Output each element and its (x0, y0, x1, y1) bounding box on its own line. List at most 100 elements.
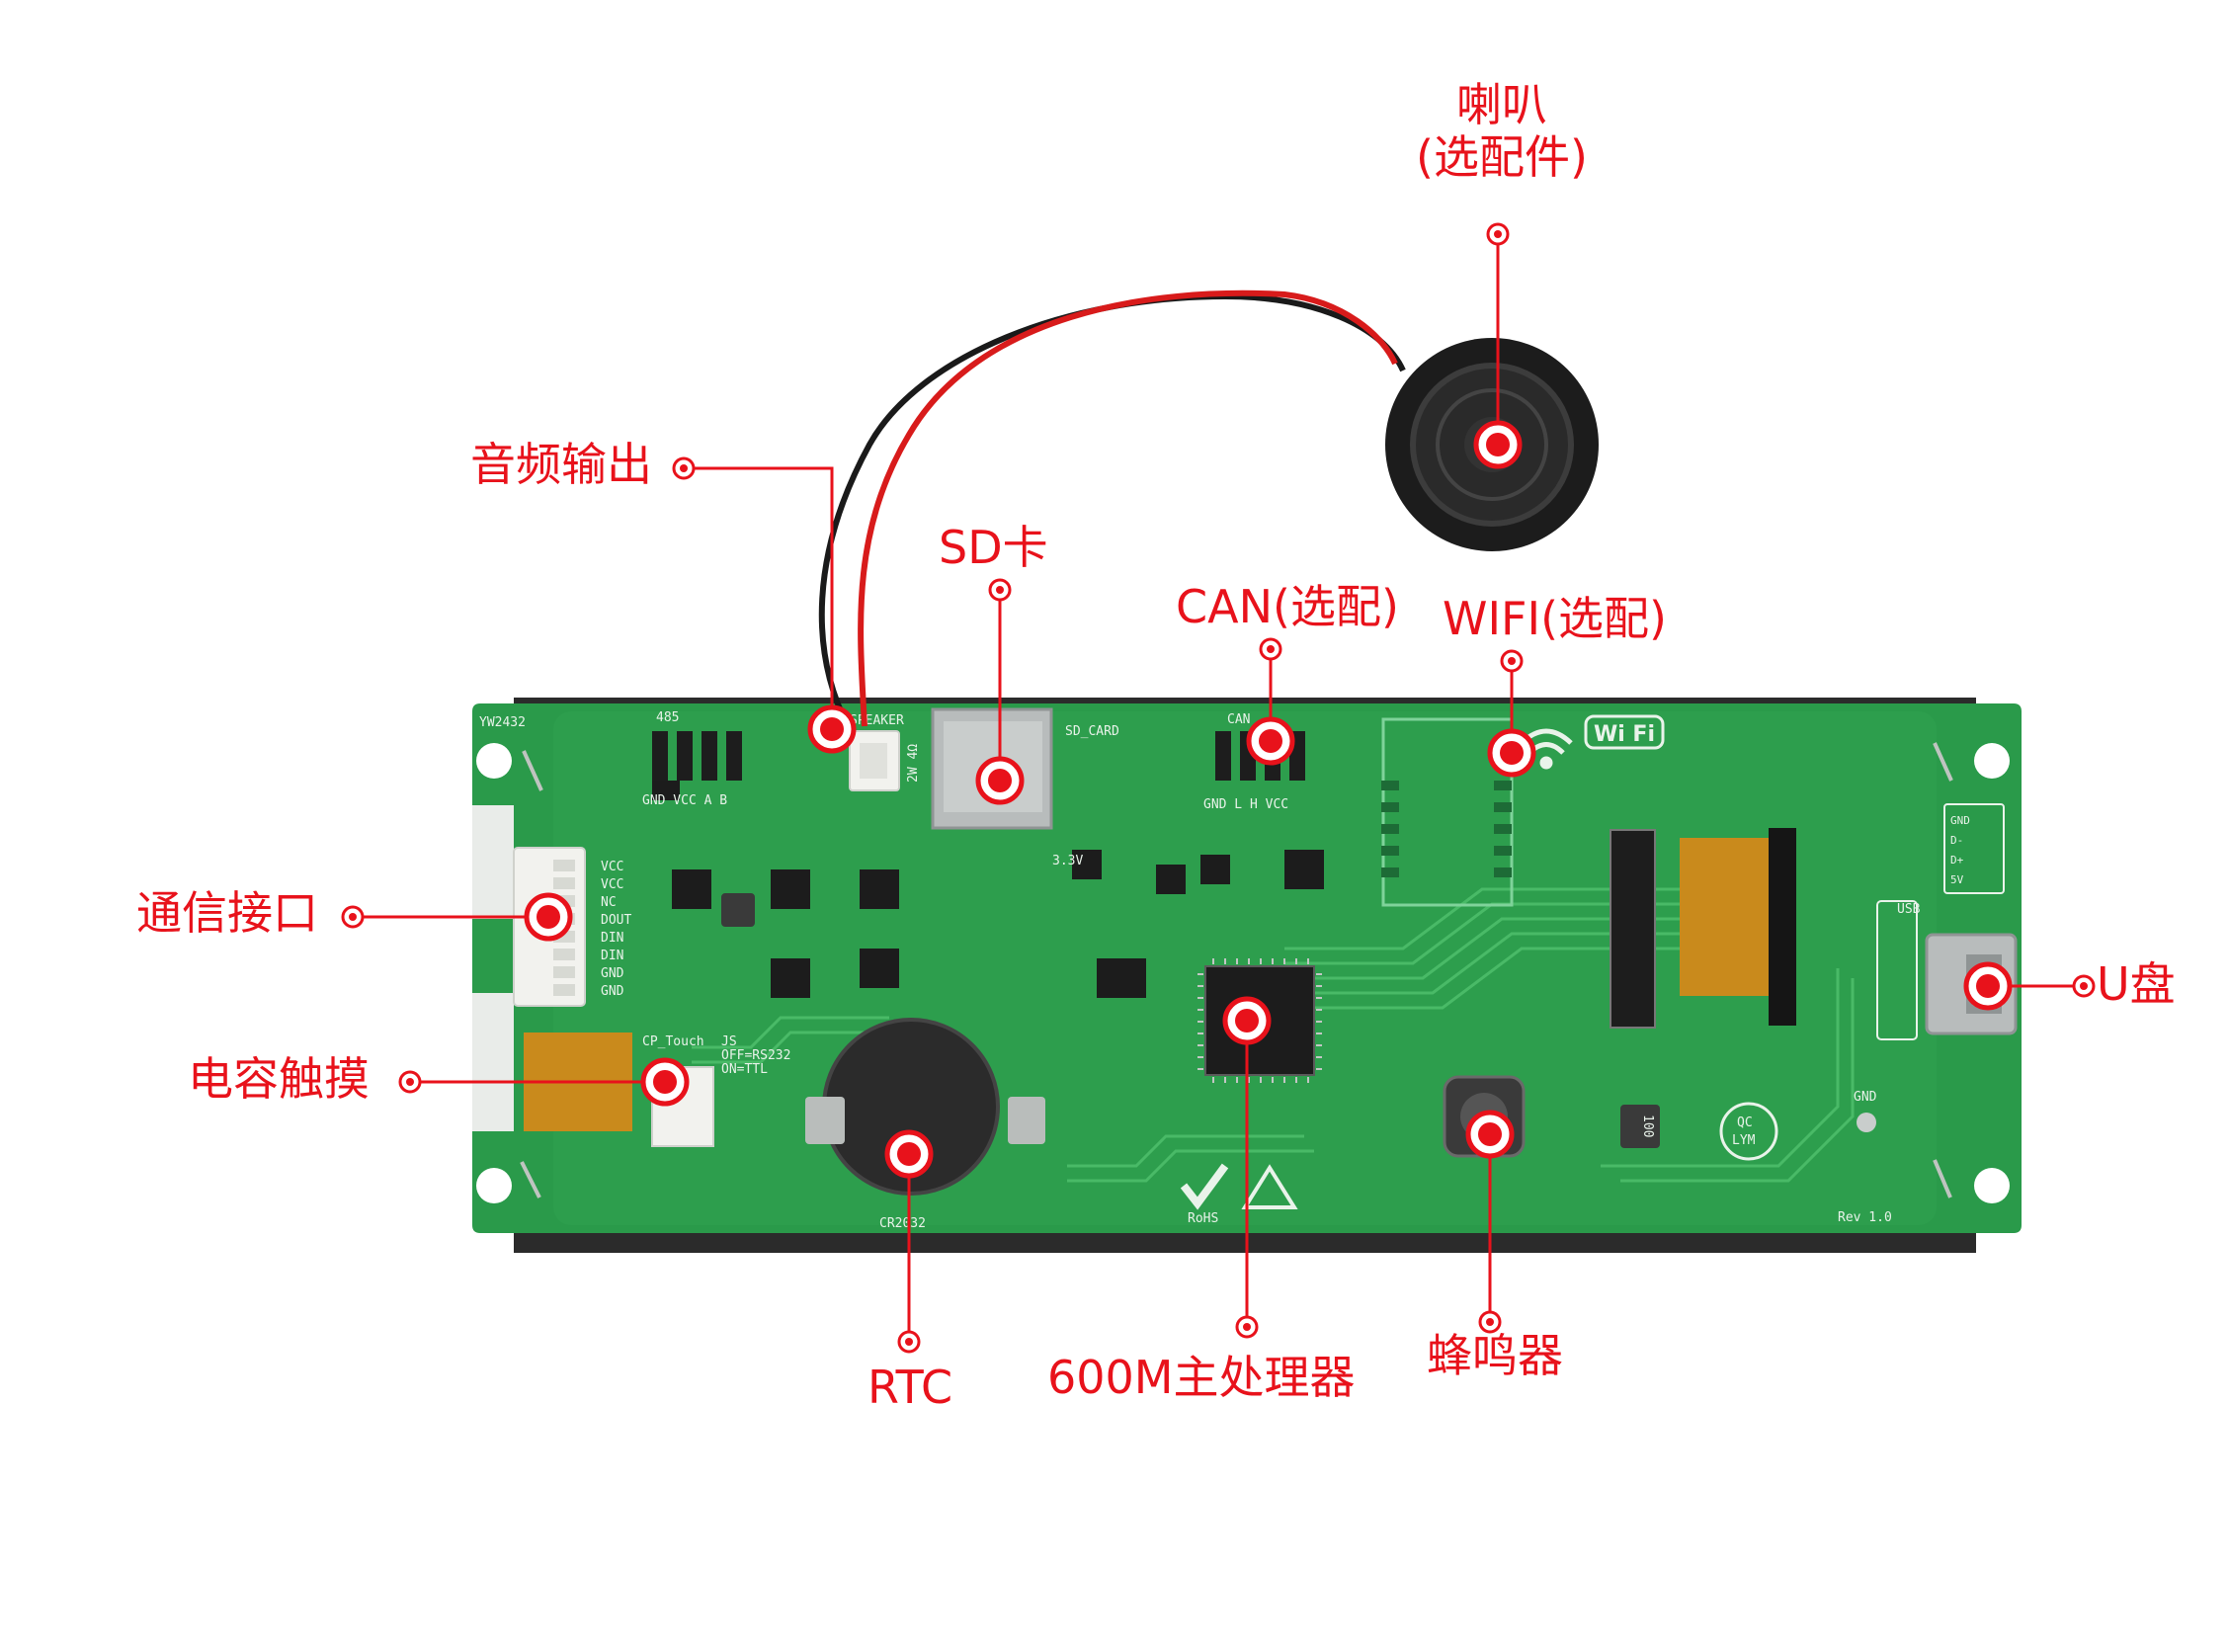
corner-latches (520, 742, 1953, 1198)
endpoint-buzzer-dot (1486, 1318, 1494, 1326)
silk-485: 485 (656, 710, 679, 725)
qc-stamp (1719, 1102, 1778, 1161)
marker-cap-touch-dot (653, 1070, 677, 1094)
p1-header (1943, 803, 2005, 894)
endpoint-can-dot (1267, 645, 1275, 653)
callout-speaker: 喇叭 (选配件) (1413, 79, 1591, 184)
endpoint-cap-touch-dot (406, 1078, 414, 1086)
silk-qc: QC (1737, 1115, 1753, 1130)
endpoint-speaker-dot (1494, 230, 1502, 238)
pcb-traces (692, 887, 1855, 1183)
endpoint-audio-out-dot (680, 464, 688, 472)
silk-usb: USB (1897, 902, 1921, 917)
silk-gnd: GND (1854, 1090, 1877, 1105)
endpoint-comm-port-dot (349, 913, 357, 921)
485-header-pins (652, 731, 742, 781)
silk-rev: Rev 1.0 (1838, 1210, 1892, 1225)
comm-pin-label: VCC (601, 877, 623, 892)
callout-buzzer: 蜂鸣器 (1427, 1329, 1563, 1382)
speaker-wires (818, 289, 1406, 728)
marker-speaker-dot (1486, 433, 1510, 456)
callout-comm-port: 通信接口 (136, 886, 318, 940)
silk-gnd-vcc-ab: GND VCC A B (642, 793, 727, 808)
p1-pin-label: D- (1950, 834, 1963, 847)
p1-pin-label: GND (1950, 814, 1970, 827)
endpoint-rtc-dot (905, 1338, 913, 1346)
silk-lym: LYM (1732, 1133, 1756, 1148)
callout-cap-touch: 电容触摸 (188, 1052, 370, 1106)
display-slot (1769, 828, 1796, 1026)
silk-rohs: RoHS (1188, 1211, 1218, 1226)
p1-pin-labels: GND D- D+ 5V (1950, 814, 1970, 886)
marker-processor-dot (1235, 1009, 1259, 1032)
speaker-ring (1436, 388, 1548, 501)
silk-js: JS (721, 1034, 737, 1049)
endpoint-processor-dot (1243, 1323, 1251, 1331)
display-stub-left (472, 805, 514, 919)
leader-audio (687, 466, 834, 729)
inductor (721, 893, 755, 927)
mount-hole-br (1974, 1168, 2010, 1203)
p1-pin-label: 5V (1950, 873, 1964, 886)
wifi-logo-box (1584, 714, 1665, 750)
silkscreen-labels: YW2432 485 SPEAKER 2W 4Ω SD_CARD CAN GND… (479, 710, 1921, 1231)
marker-audio-out-dot (820, 717, 844, 741)
speaker-connector-slot (860, 743, 887, 779)
mount-hole-bl (476, 1168, 512, 1203)
marker-usb-disk-dot (1976, 974, 2000, 998)
endpoint-wifi-dot (1508, 657, 1516, 665)
marker-sd-card-dot (988, 769, 1012, 792)
inductor-2 (1620, 1105, 1660, 1148)
small-ics (652, 781, 1324, 998)
callout-processor: 600M主处理器 (1047, 1351, 1356, 1404)
processor-pins (1197, 958, 1322, 1083)
callout-usb-disk: U盘 (2097, 957, 2176, 1011)
wire-black (818, 292, 1406, 728)
silk-cp-touch: CP_Touch (642, 1034, 704, 1049)
silk-on: ON=TTL (721, 1062, 768, 1077)
marker-buzzer-dot (1478, 1122, 1502, 1146)
mount-hole-tl (476, 743, 512, 779)
silk-speaker: SPEAKER (850, 713, 904, 728)
wifi-logo-text: Wi Fi (1594, 722, 1655, 747)
comm-pin-label: VCC (601, 860, 623, 874)
marker-wifi-dot (1500, 741, 1524, 765)
display-stub-left-2 (472, 993, 514, 1131)
endpoint-usb-disk-dot (2080, 982, 2088, 990)
usb-silk-box (1876, 900, 1918, 1040)
silk-can: CAN (1227, 712, 1250, 727)
silk-top-left: YW2432 (479, 715, 526, 730)
marker-can-dot (1259, 729, 1282, 753)
callout-speaker-line1: 喇叭 (1456, 78, 1547, 131)
endpoint-sd-card-dot (996, 586, 1004, 594)
comm-pin-label: GND (601, 984, 624, 999)
callout-can: CAN(选配) (1176, 580, 1399, 633)
rtc-battery-clip-right (1008, 1097, 1045, 1144)
comm-pin-label: DOUT (601, 913, 631, 928)
rohs-check-icon (1180, 1163, 1229, 1210)
silk-2w: 2W 4Ω (906, 744, 921, 783)
comm-pin-label: GND (601, 966, 624, 981)
marker-comm-port-dot (537, 905, 560, 929)
wifi-module-pads (1381, 781, 1512, 877)
callout-sd-card: SD卡 (939, 521, 1048, 574)
callout-wifi: WIFI(选配) (1443, 592, 1667, 645)
p1-pin-label: D+ (1950, 854, 1964, 867)
silk-cr2032: CR2032 (879, 1216, 926, 1231)
silk-3v3: 3.3V (1052, 854, 1083, 868)
rtc-battery-clip-left (805, 1097, 845, 1144)
mount-hole-tr (1974, 743, 2010, 779)
gnd-test-pad (1857, 1113, 1876, 1132)
wire-red (858, 289, 1398, 727)
display-fpc-connector (1610, 829, 1656, 1029)
esd-triangle-icon (1241, 1164, 1298, 1209)
comm-pin-label: DIN (601, 949, 623, 963)
comm-pin-label: NC (601, 895, 617, 910)
callout-rtc: RTC (867, 1361, 953, 1414)
silk-off: OFF=RS232 (721, 1048, 790, 1063)
marker-rtc-dot (897, 1142, 921, 1166)
